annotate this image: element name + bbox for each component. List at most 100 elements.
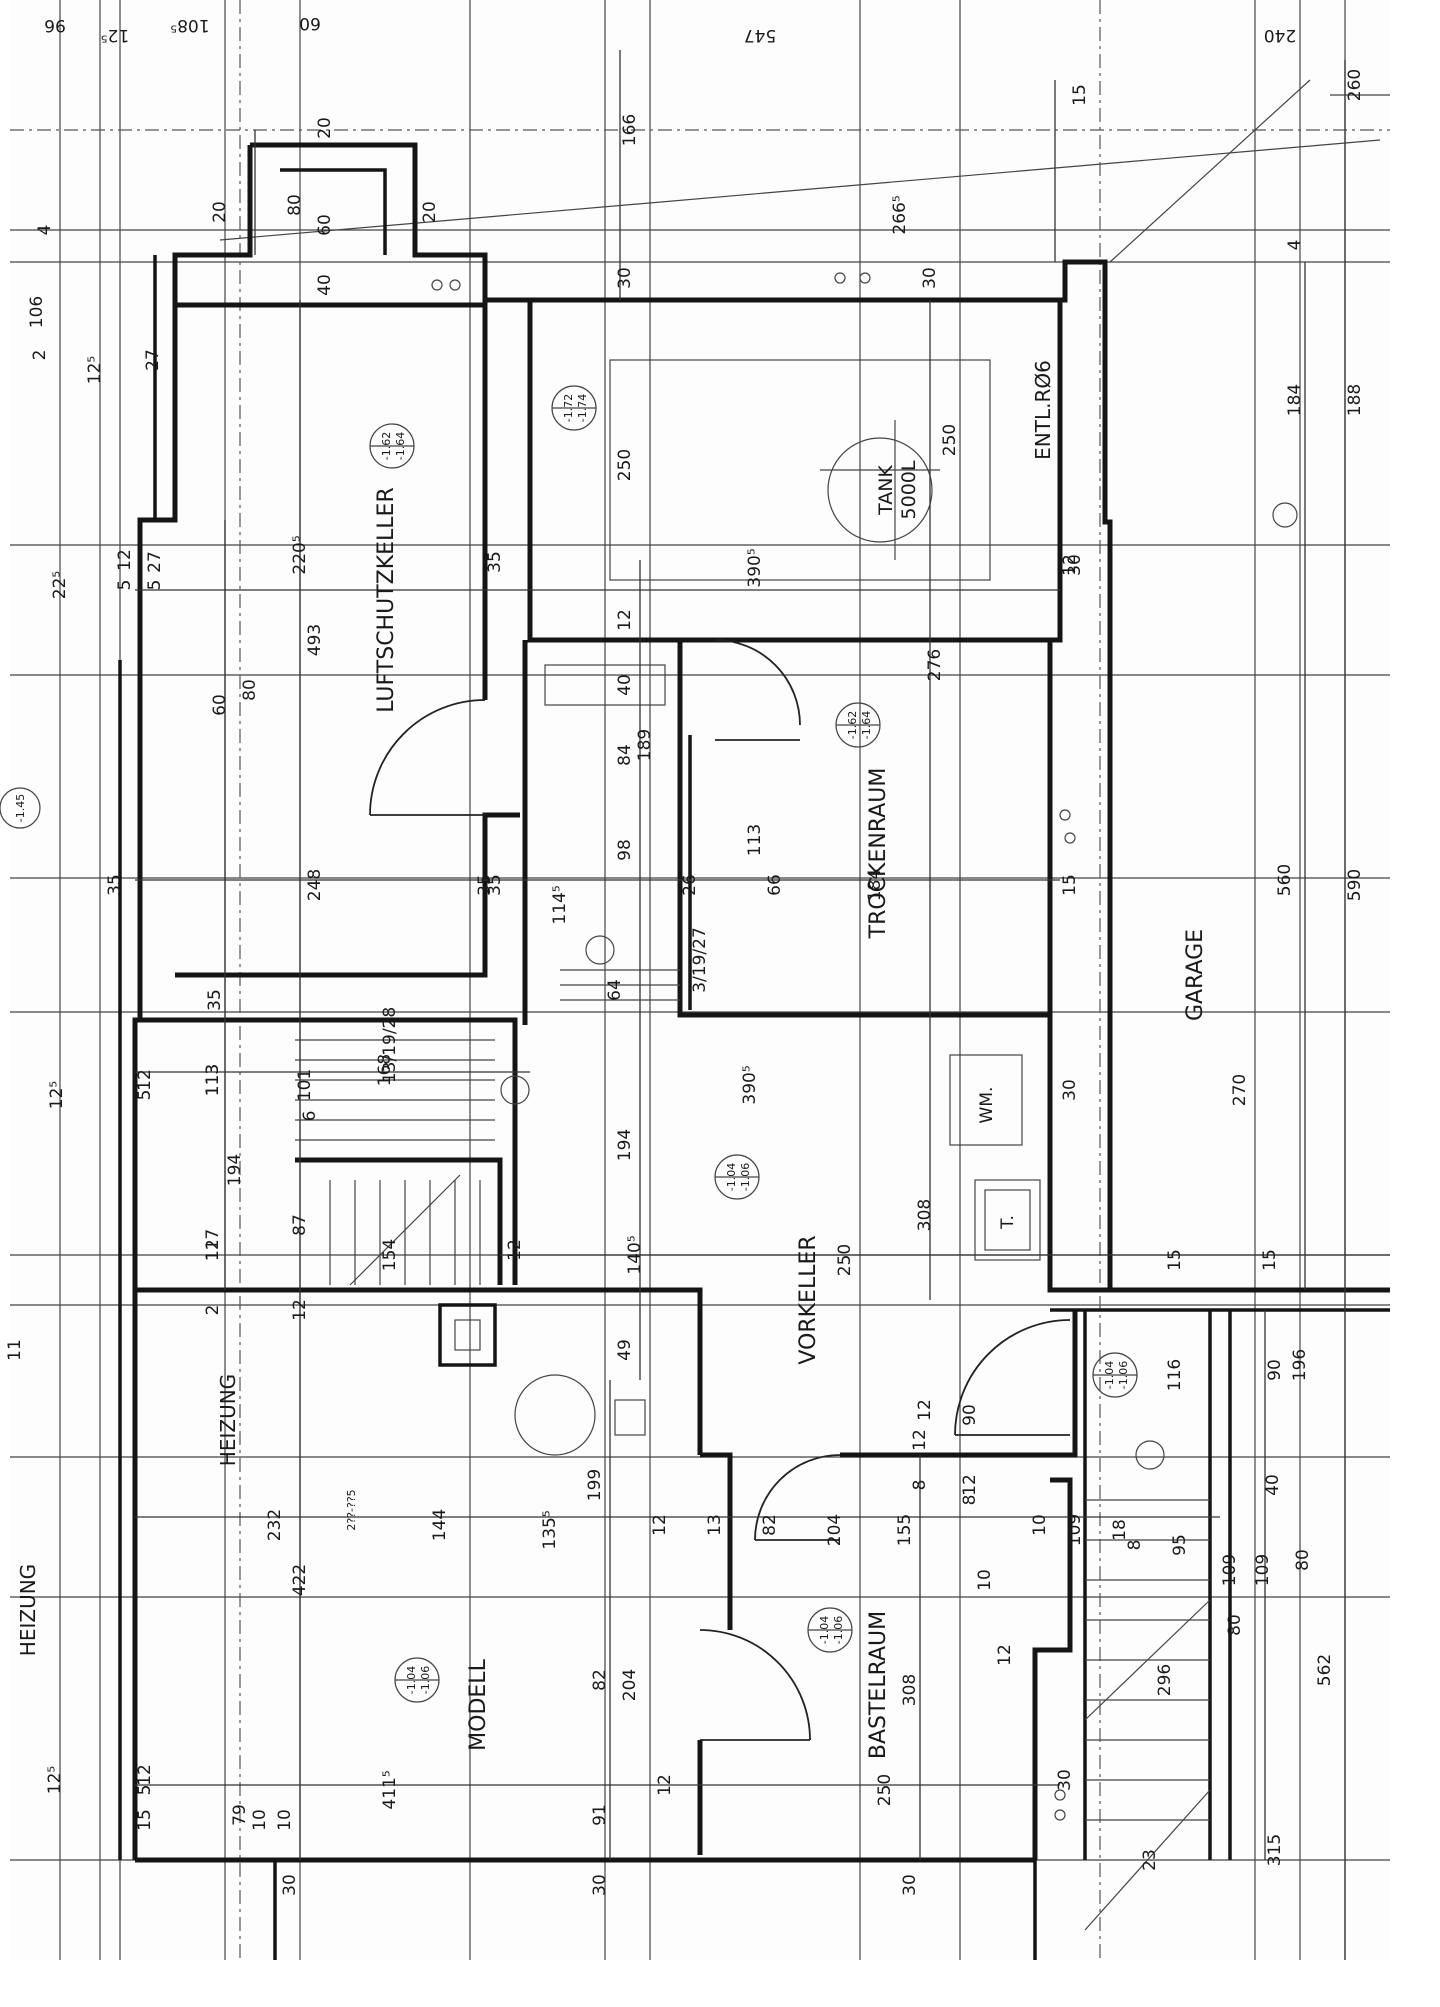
dimension-garage_col-8: 80 bbox=[1293, 1549, 1313, 1571]
dimension-middle-13: 12 bbox=[1060, 554, 1080, 576]
dimension-top_wing-9: 2 bbox=[30, 350, 50, 361]
walls bbox=[118, 142, 1390, 1960]
room-heizung-1: HEIZUNG bbox=[216, 1374, 240, 1466]
dimension-stair-9: 154 bbox=[380, 1239, 400, 1271]
dimension-middle-10: 66 bbox=[765, 874, 785, 896]
dimension-stair-0: 114⁵ bbox=[550, 885, 570, 924]
dimension-lower-2: 199 bbox=[585, 1469, 605, 1501]
dimension-middle-9: 26 bbox=[680, 874, 700, 896]
dimension-lower-3: 232 bbox=[265, 1509, 285, 1541]
vent-circle bbox=[1272, 502, 1298, 528]
dimension-lower-4: 422 bbox=[290, 1564, 310, 1596]
dimension-garage_col-0: 184 bbox=[1285, 384, 1305, 416]
svg-text:-1.74: -1.74 bbox=[576, 394, 589, 422]
svg-text:-1.62: -1.62 bbox=[380, 432, 393, 460]
dimension-right_edge-4: 315 bbox=[1265, 1834, 1285, 1866]
dimension-lower2-3: 250 bbox=[875, 1774, 895, 1806]
dimension-left_column-8: 35 bbox=[475, 874, 495, 896]
stair-treads bbox=[295, 969, 1211, 1931]
dimension-left_column-7: 35 bbox=[105, 874, 125, 896]
dimension-lower2-13: 10 bbox=[275, 1809, 295, 1831]
vent-label: ENTL.RØ6 bbox=[1031, 360, 1055, 460]
svg-text:-1.04: -1.04 bbox=[725, 1163, 738, 1191]
room-labels: LUFTSCHUTZKELLER TROCKENRAUM GARAGE VORK… bbox=[16, 487, 1208, 1759]
dimension-middle-6: 189 bbox=[635, 729, 655, 761]
svg-text:-1.04: -1.04 bbox=[1103, 1361, 1116, 1389]
dimension-top_wing-4: 20 bbox=[315, 117, 335, 139]
dimension-left_column-9: 12⁵ bbox=[47, 1081, 67, 1109]
dimension-lower-6: 135⁵ bbox=[540, 1510, 560, 1549]
tank-outline bbox=[609, 359, 991, 581]
dimension-lower2-1: 204 bbox=[620, 1669, 640, 1701]
dimension-lower-13: 12 bbox=[915, 1399, 935, 1421]
dimension-top_wing-7: 4 bbox=[35, 225, 55, 236]
dimension-top_wing-10: 12⁵ bbox=[85, 356, 105, 384]
dimension-garage_col2-4: 296 bbox=[1155, 1664, 1175, 1696]
dimension-lower2-0: 82 bbox=[590, 1669, 610, 1691]
boiler-circle bbox=[514, 1374, 596, 1456]
dimension-lower2-7: 12⁵ bbox=[45, 1766, 65, 1794]
dimension-garage_col-4: 196 bbox=[1290, 1349, 1310, 1381]
dimension-stair-14: 308 bbox=[915, 1199, 935, 1231]
dimension-left_column-4: 5 bbox=[145, 580, 165, 591]
dimension-luftschutz-4: 35 bbox=[485, 874, 505, 896]
dimension-lower2-10: 15 bbox=[135, 1809, 155, 1831]
dimension-lower-23: 95 bbox=[1170, 1534, 1190, 1556]
dimension-garage_col-1: 560 bbox=[1275, 864, 1295, 896]
dimension-garage_col-2: 15 bbox=[1165, 1249, 1185, 1271]
dimension-middle-5: 84 bbox=[615, 744, 635, 766]
svg-text:-1.04: -1.04 bbox=[818, 1616, 831, 1644]
dimension-stair-1: 64 bbox=[605, 979, 625, 1001]
dimension-luftschutz-5: 35 bbox=[205, 989, 225, 1011]
dimension-garage_col2-1: 116 bbox=[1165, 1359, 1185, 1391]
dimension-stair-11: 140⁵ bbox=[625, 1235, 645, 1274]
fixtures bbox=[431, 272, 1298, 1821]
dimension-stair-15: 250 bbox=[835, 1244, 855, 1276]
dimension-lower2-12: 79 bbox=[230, 1804, 250, 1826]
dimension-stair-7: 194 bbox=[225, 1154, 245, 1186]
dimension-lower-16: 12 bbox=[960, 1474, 980, 1496]
dimension-left_column-10: 113 bbox=[203, 1064, 223, 1096]
dimension-left_column-12: 5 bbox=[135, 1090, 155, 1101]
drain-1 bbox=[585, 935, 615, 965]
dimension-left_column-15: 12 bbox=[203, 1239, 223, 1261]
dimension-top_wing-12: 15 bbox=[1070, 84, 1090, 106]
dimension-garage_col2-5: 23 bbox=[1140, 1849, 1160, 1871]
dimension-stair-10: 12 bbox=[505, 1239, 525, 1261]
svg-text:-1.62: -1.62 bbox=[846, 711, 859, 739]
dimension-garage_col-6: 40 bbox=[1263, 1474, 1283, 1496]
dimension-left_column-14: 117 bbox=[203, 1229, 223, 1261]
dryer-label: T. bbox=[998, 1215, 1018, 1230]
room-garage: GARAGE bbox=[1183, 929, 1208, 1021]
dimension-lower-7: 12 bbox=[650, 1514, 670, 1536]
dimension-middle-14: 30 bbox=[1065, 554, 1085, 576]
dimension-lower-18: 10 bbox=[975, 1569, 995, 1591]
dimension-lower-10: 204 bbox=[825, 1514, 845, 1546]
dimension-lower-8: 13 bbox=[705, 1514, 725, 1536]
dimension-right_edge-3: 562 bbox=[1315, 1654, 1335, 1686]
dimension-top_wing-3: 60 bbox=[315, 214, 335, 236]
dryer-box-inner bbox=[984, 1189, 1031, 1251]
level-marker-labels: -1.62 -1.64 -1.72 -1.74 -1.62 -1.64 -1.0… bbox=[14, 394, 1130, 1694]
dimension-lower-9: 82 bbox=[760, 1514, 780, 1536]
dimension-top_strip-3: 60 bbox=[299, 13, 321, 33]
dimension-top_wing-1: 20 bbox=[420, 201, 440, 223]
dimension-lower2-5: 91 bbox=[590, 1804, 610, 1826]
dimension-stair-13: 390⁵ bbox=[740, 1065, 760, 1104]
dimension-top_wing-0: 20 bbox=[210, 201, 230, 223]
svg-text:-1.06: -1.06 bbox=[739, 1163, 752, 1191]
dimension-middle-8: 113 bbox=[745, 824, 765, 856]
dimension-left_column-17: 11 bbox=[5, 1339, 25, 1361]
dimension-luftschutz-2: 248 bbox=[305, 869, 325, 901]
room-bastelraum: BASTELRAUM bbox=[866, 1611, 891, 1759]
shaft-box bbox=[544, 664, 666, 706]
dimension-top_strip-2: 108⁵ bbox=[170, 15, 209, 35]
dimension-garage_col2-0: 270 bbox=[1230, 1074, 1250, 1106]
dimension-stair-12: 194 bbox=[615, 1129, 635, 1161]
chimney-inner bbox=[454, 1319, 481, 1351]
drain-2 bbox=[500, 1075, 530, 1105]
svg-text:-1.06: -1.06 bbox=[832, 1616, 845, 1644]
dimension-stair-3: 13/19/28 bbox=[380, 1007, 400, 1083]
doors bbox=[369, 639, 1071, 1741]
